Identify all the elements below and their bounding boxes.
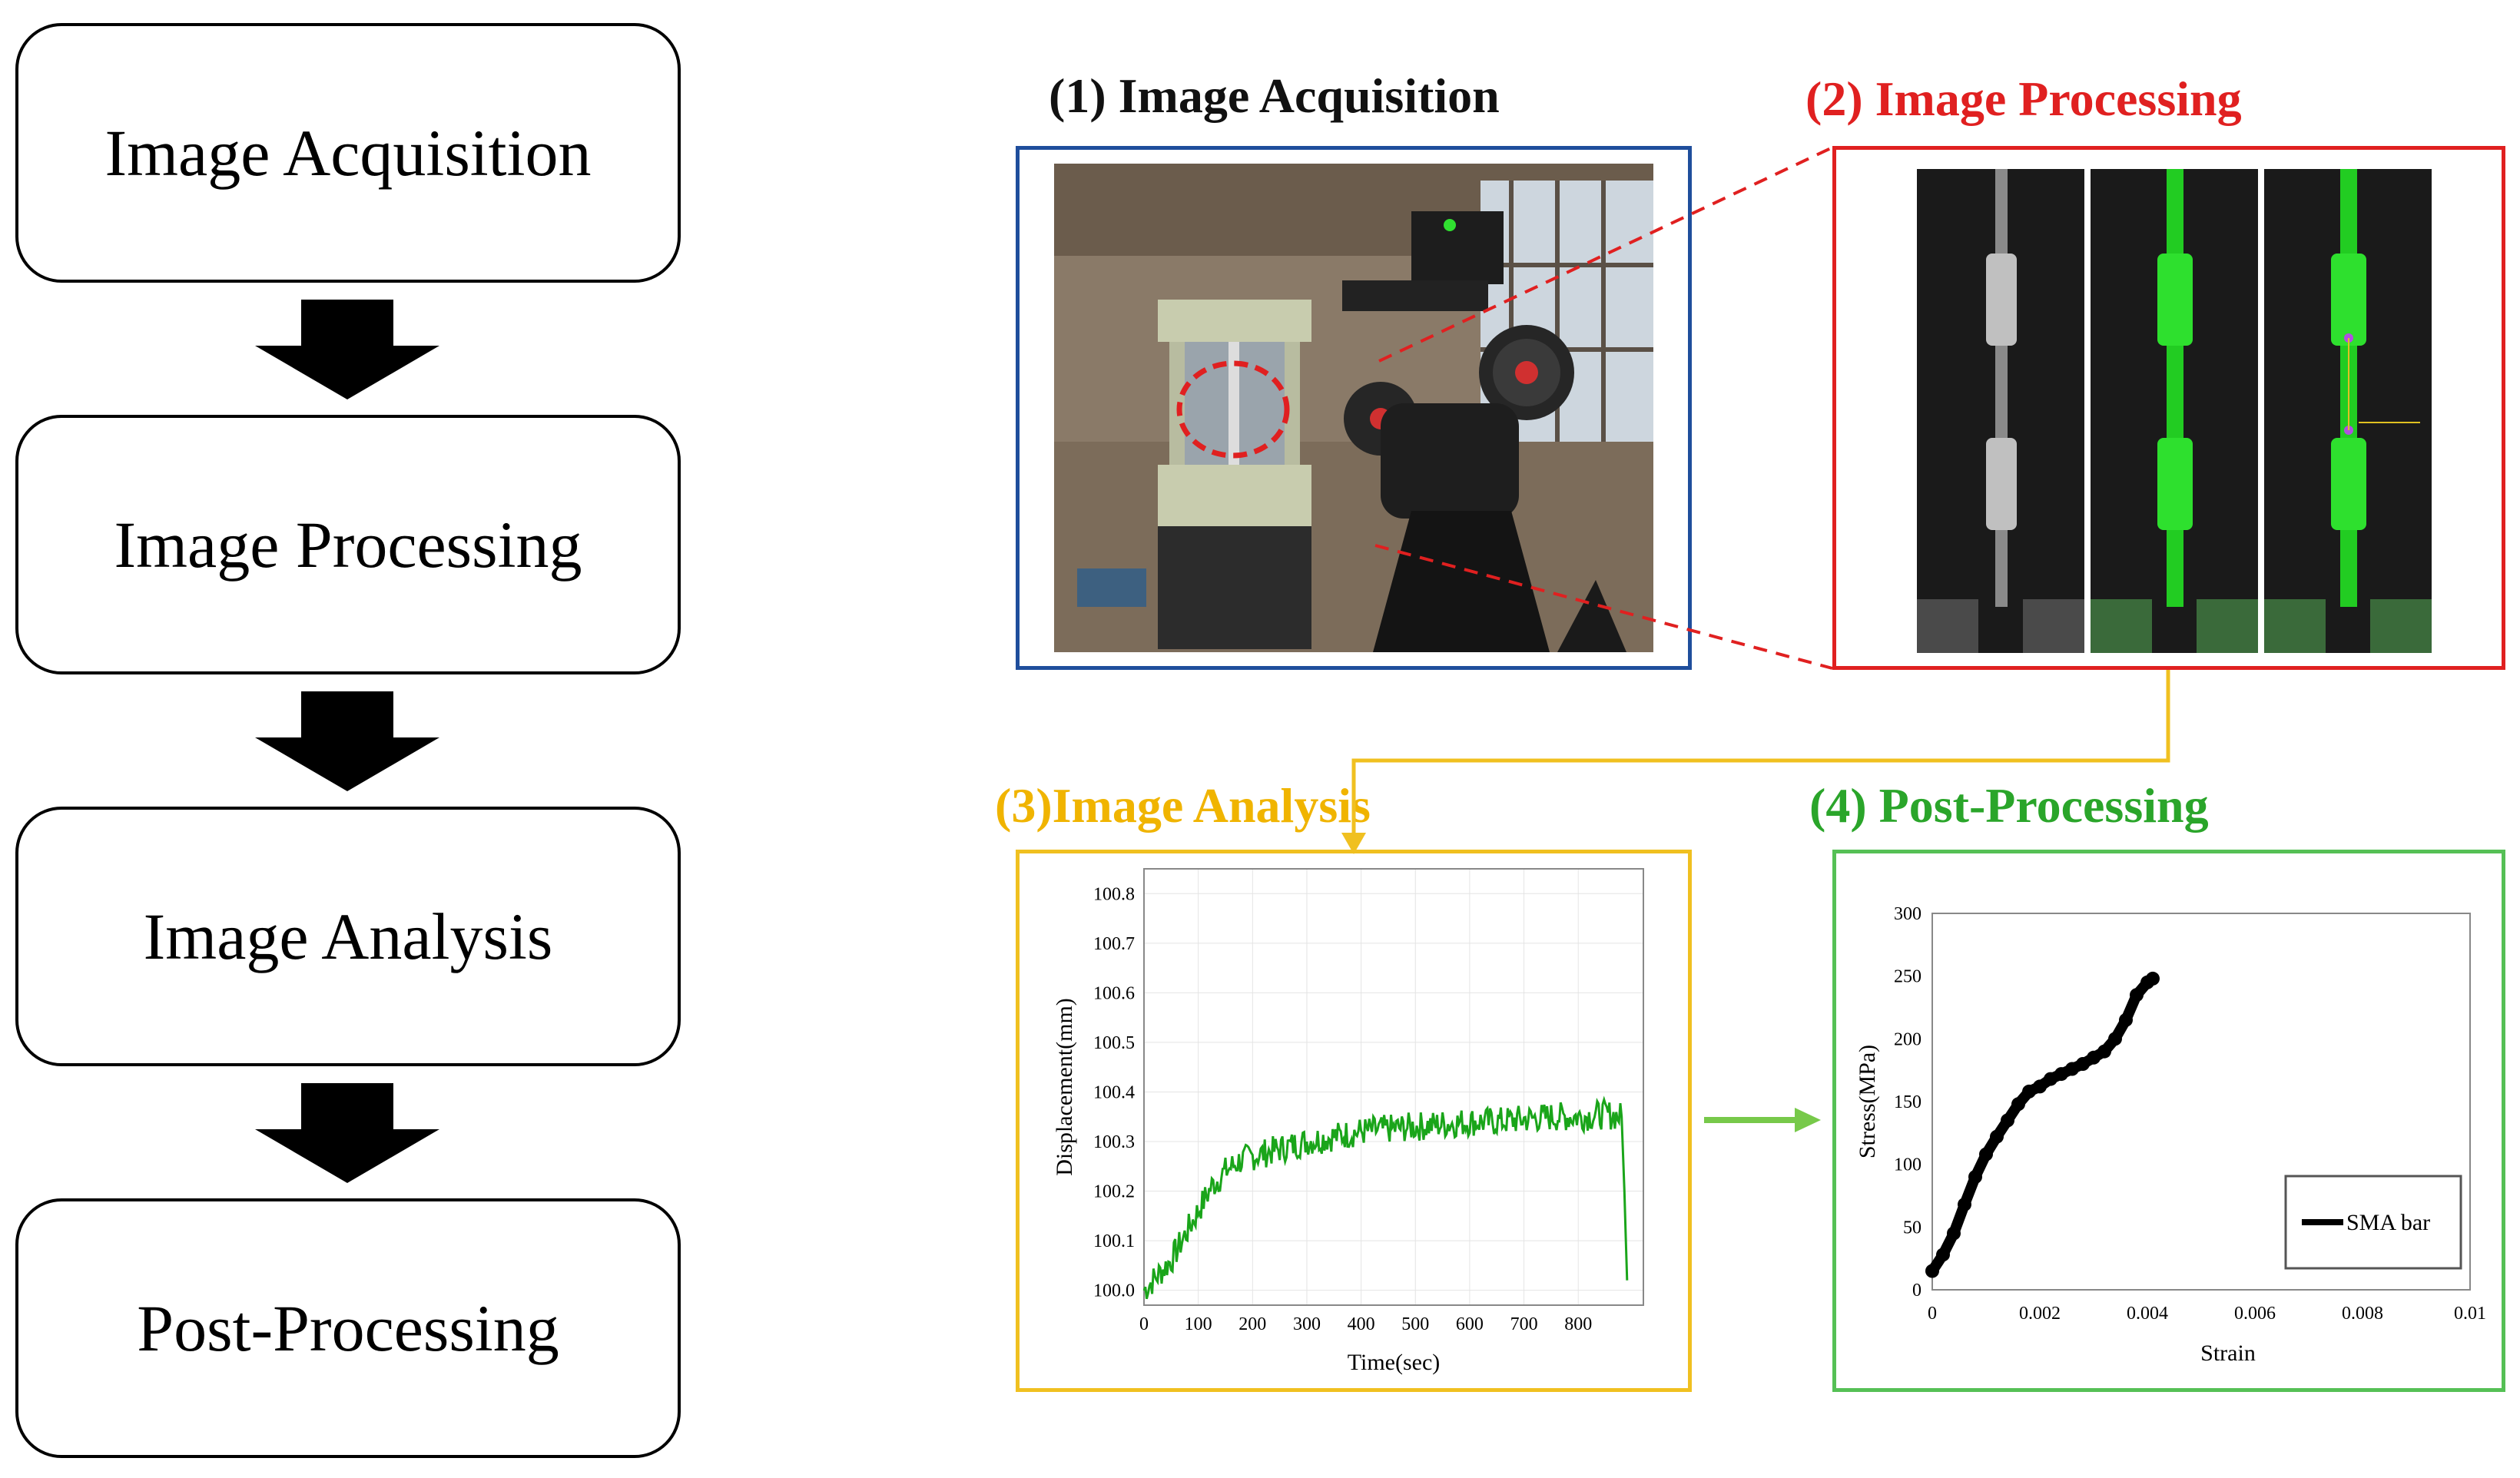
raw-frame	[1917, 169, 2084, 653]
x-axis-label: Strain	[2200, 1340, 2256, 1366]
y-tick-label: 0	[1912, 1281, 1922, 1301]
flow-step-label: Image Acquisition	[104, 116, 592, 190]
displacement-time-chart: 0 100 200 300 400 500 600 700 800 100.0 100.1 100.2…	[1052, 868, 1644, 1375]
y-tick-label: 100.6	[1093, 983, 1135, 1003]
flow-step-image-processing: Image Processing	[15, 415, 681, 674]
y-tick-label: 150	[1894, 1092, 1922, 1112]
section-title-post-processing: (4) Post-Processing	[1809, 778, 2209, 833]
down-arrow-icon	[255, 1083, 439, 1183]
dic-frames	[1917, 169, 2432, 653]
x-axis-label: Time(sec)	[1348, 1350, 1441, 1375]
y-tick-label: 100.8	[1093, 884, 1135, 904]
analysis-panel: 0 100 200 300 400 500 600 700 800 100.0 100.1 100.2…	[1016, 850, 1692, 1392]
arrow-right-icon	[1795, 1108, 1821, 1132]
x-tick-label: 400	[1348, 1314, 1375, 1334]
flow-step-label: Image Processing	[114, 508, 582, 582]
stress-strain-chart: 0 0.002 0.004 0.006 0.008 0.01 0 50 100 150 200 250…	[1855, 904, 2486, 1366]
y-tick-label: 100.3	[1093, 1132, 1135, 1152]
section-title-processing: (2) Image Processing	[1805, 71, 2242, 126]
post-processing-panel: 0 0.002 0.004 0.006 0.008 0.01 0 50 100 150 200 250…	[1832, 850, 2505, 1392]
section-title-analysis: (3)Image Analysis	[995, 778, 1371, 833]
x-tick-label: 800	[1564, 1314, 1592, 1334]
y-tick-label: 300	[1894, 904, 1922, 924]
y-axis-label: Stress(MPa)	[1855, 1045, 1880, 1158]
x-tick-label: 700	[1510, 1314, 1538, 1334]
series-line	[1928, 974, 2157, 1274]
down-arrow-icon	[255, 691, 439, 791]
flow-step-image-acquisition: Image Acquisition	[15, 23, 681, 283]
legend: SMA bar	[2284, 1175, 2462, 1270]
y-tick-label: 100.2	[1093, 1182, 1135, 1202]
flow-step-image-analysis: Image Analysis	[15, 807, 681, 1066]
y-tick-label: 100.1	[1093, 1231, 1135, 1251]
section-title-acquisition: (1) Image Acquisition	[1049, 68, 1500, 123]
test-setup-photo	[1054, 164, 1653, 652]
plot-frame	[1931, 913, 2471, 1291]
y-tick-label: 200	[1894, 1029, 1922, 1049]
y-axis-label: Displacement(mm)	[1052, 998, 1077, 1176]
y-tick-label: 100.5	[1093, 1033, 1135, 1053]
y-tick-label: 50	[1903, 1218, 1922, 1238]
measurement-frame	[2264, 169, 2432, 653]
legend-label: SMA bar	[2346, 1210, 2430, 1235]
y-tick-label: 100.4	[1093, 1082, 1135, 1102]
x-tick-label: 0	[1928, 1304, 1937, 1324]
series-line	[1142, 1095, 1629, 1300]
x-tick-label: 600	[1456, 1314, 1484, 1334]
down-arrow-icon	[255, 300, 439, 399]
plot-frame	[1143, 868, 1644, 1306]
flow-step-label: Post-Processing	[137, 1291, 559, 1365]
x-tick-label: 0	[1139, 1314, 1149, 1334]
x-tick-label: 0.004	[2127, 1304, 2168, 1324]
acquisition-panel	[1016, 146, 1692, 670]
y-tick-label: 100	[1894, 1155, 1922, 1175]
processing-panel	[1832, 146, 2505, 670]
x-tick-label: 0.01	[2454, 1304, 2486, 1324]
flow-step-post-processing: Post-Processing	[15, 1198, 681, 1458]
mask-frame	[2091, 169, 2258, 653]
y-tick-label: 100.7	[1093, 934, 1135, 954]
x-tick-label: 0.006	[2234, 1304, 2276, 1324]
y-tick-label: 100.0	[1093, 1281, 1135, 1301]
flow-step-label: Image Analysis	[143, 900, 553, 973]
x-tick-label: 500	[1401, 1314, 1429, 1334]
testing-machine	[1158, 300, 1311, 649]
region-highlight	[1176, 360, 1290, 459]
x-tick-label: 0.008	[2342, 1304, 2383, 1324]
x-tick-label: 300	[1293, 1314, 1321, 1334]
y-tick-label: 250	[1894, 967, 1922, 987]
x-tick-label: 0.002	[2019, 1304, 2061, 1324]
x-tick-label: 100	[1185, 1314, 1212, 1334]
x-tick-label: 200	[1238, 1314, 1266, 1334]
